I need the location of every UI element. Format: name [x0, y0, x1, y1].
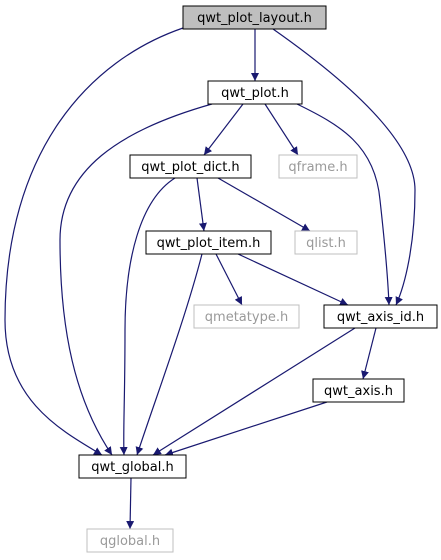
node-box — [129, 154, 252, 179]
edge-qwt-plot-dict-to-qlist — [217, 177, 311, 232]
node-label: qwt_plot_layout.h — [197, 11, 312, 26]
node-box — [323, 304, 438, 329]
edge-qwt-plot-dict-to-qwt-global — [119, 177, 176, 456]
node-label: qframe.h — [288, 160, 347, 175]
node-label: qwt_global.h — [91, 460, 174, 475]
edge-qwt-plot-to-qframe — [264, 103, 299, 156]
edge-qwt-axis-to-qwt-global — [164, 401, 328, 457]
edge-qwt-axis-id-to-qwt-axis — [361, 327, 377, 380]
node-qwt-plot-dict[interactable]: qwt_plot_dict.h — [129, 154, 252, 179]
node-label: qwt_axis.h — [324, 384, 393, 399]
node-qframe: qframe.h — [278, 154, 358, 179]
node-qlist: qlist.h — [294, 230, 358, 255]
edge-qwt-plot-to-qwt-global — [59, 103, 213, 456]
node-qwt-plot-item[interactable]: qwt_plot_item.h — [145, 230, 272, 255]
node-box — [312, 378, 405, 403]
edge-qwt-axis-id-to-qwt-global — [152, 327, 356, 456]
node-qglobal: qglobal.h — [86, 528, 174, 553]
edge-qwt-plot-to-qwt-plot-dict — [203, 103, 244, 156]
edge-qwt-plot-to-qwt-axis-id — [296, 103, 393, 306]
edge-qwt-plot-item-to-qwt-global — [135, 253, 203, 456]
edge-qwt-plot-item-to-qwt-axis-id — [237, 253, 349, 306]
node-box — [278, 154, 358, 179]
node-label: qwt_plot.h — [221, 86, 289, 101]
node-qwt-axis[interactable]: qwt_axis.h — [312, 378, 405, 403]
edge-qwt-plot-item-to-qmetatype — [215, 253, 243, 306]
node-box — [294, 230, 358, 255]
node-label: qwt_plot_item.h — [157, 236, 261, 251]
node-box — [193, 304, 300, 329]
node-box — [86, 528, 174, 553]
node-qmetatype: qmetatype.h — [193, 304, 300, 329]
edge-qwt-plot-dict-to-qwt-plot-item — [196, 177, 207, 232]
edges-layer — [4, 27, 416, 530]
edge-qwt-plot-layout-to-qwt-global — [4, 27, 184, 456]
node-qwt-global[interactable]: qwt_global.h — [78, 454, 187, 479]
node-label: qlist.h — [306, 236, 346, 251]
node-label: qmetatype.h — [205, 310, 288, 325]
node-box — [78, 454, 187, 479]
nodes-layer: qwt_plot_layout.h qwt_plot.h qwt_plot_dict… — [78, 5, 438, 553]
node-box — [182, 5, 327, 30]
node-box — [207, 80, 303, 105]
node-label: qglobal.h — [100, 534, 160, 549]
node-qwt-plot-layout[interactable]: qwt_plot_layout.h — [182, 5, 327, 30]
node-label: qwt_plot_dict.h — [141, 160, 239, 175]
edge-qwt-plot-layout-to-qwt-axis-id — [272, 28, 416, 306]
node-box — [145, 230, 272, 255]
edge-qwt-global-to-qglobal — [126, 477, 135, 530]
node-qwt-axis-id[interactable]: qwt_axis_id.h — [323, 304, 438, 329]
node-qwt-plot[interactable]: qwt_plot.h — [207, 80, 303, 105]
node-label: qwt_axis_id.h — [337, 310, 424, 325]
